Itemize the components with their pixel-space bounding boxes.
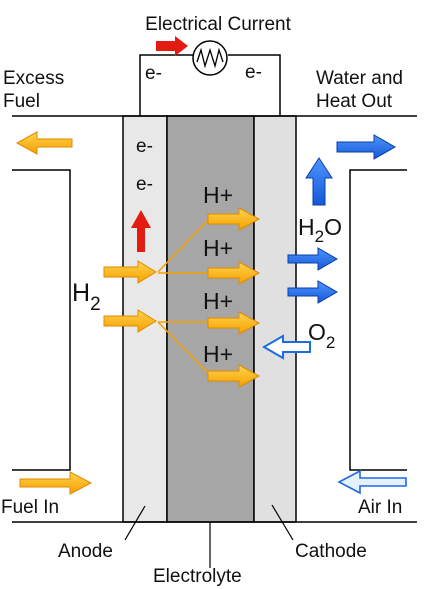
air-in-label: Air In [358,497,402,518]
electron-top-right: e- [245,62,262,83]
electrolyte-label: Electrolyte [153,566,242,587]
right-chamber-wall [349,169,407,471]
oxygen-in-arrow [262,334,311,360]
resistor-icon [192,40,228,76]
proton-label-3: H+ [203,288,233,314]
water-up-arrow [305,157,333,206]
electron-label-1: e- [136,136,153,157]
fuel-in-arrow [19,471,93,495]
water-out-arrow-1 [287,247,338,271]
proton-arrow-2 [207,261,261,285]
fuel-in-label: Fuel In [1,497,59,518]
proton-arrow-4 [207,364,261,388]
water-label: H2O [298,214,342,246]
anode-label: Anode [58,541,113,562]
anode-pointer [124,505,146,541]
water-heat-out-arrow [336,134,397,160]
electron-top-left: e- [145,63,162,84]
proton-label-1: H+ [203,182,233,208]
excess-fuel-label-line1: Excess [3,68,64,89]
electron-flow-arrow [131,210,151,252]
excess-fuel-label-line2: Fuel [3,91,40,112]
current-direction-arrow [156,36,188,56]
water-heat-label-line1: Water and [316,68,403,89]
left-chamber-wall [12,169,71,471]
hydrogen-label: H2 [72,279,101,315]
h2-arrow-1 [103,260,157,284]
excess-fuel-arrow [15,131,73,155]
water-out-arrow-2 [287,280,338,304]
cathode-plate [253,115,297,523]
cathode-pointer [271,504,294,541]
electron-label-2: e- [136,174,153,195]
reaction-lines [157,217,211,376]
water-heat-label-line2: Heat Out [316,91,393,112]
proton-arrow-1 [207,207,261,231]
proton-arrow-3 [207,311,261,335]
air-in-arrow [337,469,407,495]
proton-label-4: H+ [203,341,233,367]
cathode-label: Cathode [295,541,367,562]
oxygen-label: O2 [308,319,335,352]
proton-label-2: H+ [203,235,233,261]
h2-arrow-2 [103,309,157,333]
electrical-current-label: Electrical Current [145,14,291,35]
